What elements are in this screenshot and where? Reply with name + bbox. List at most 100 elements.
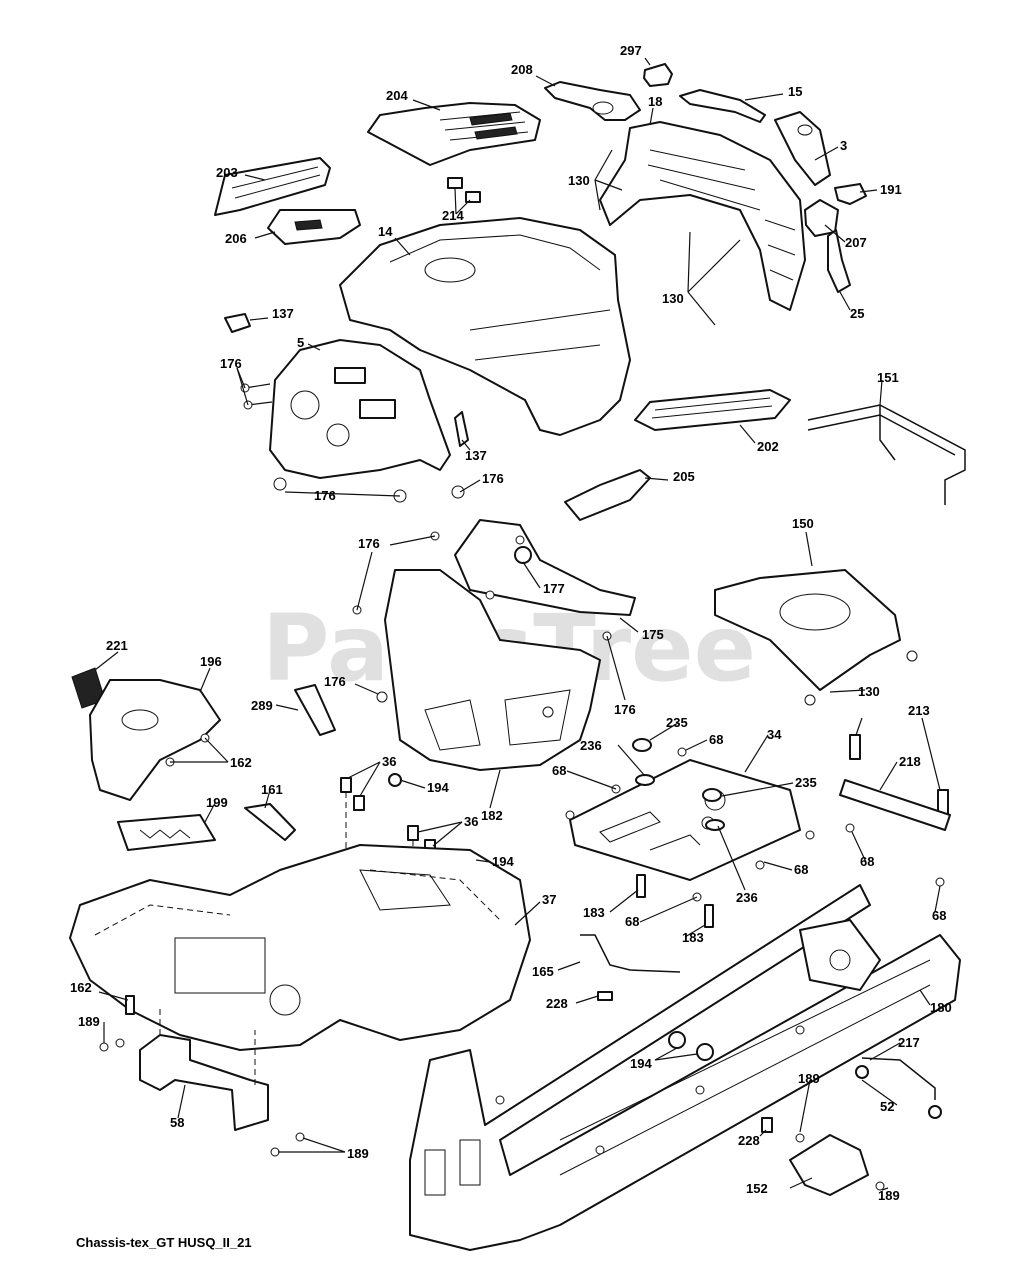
part-37-footrest[interactable] <box>69 844 531 1051</box>
callout-182: 182 <box>481 808 503 823</box>
callout-176-d: 176 <box>358 536 380 551</box>
part-191-latch[interactable] <box>834 183 867 205</box>
part-218-strap[interactable] <box>839 779 951 831</box>
callout-176-f: 176 <box>614 702 636 717</box>
callout-235-top: 235 <box>666 715 688 730</box>
part-137-clip-lower[interactable] <box>454 411 469 447</box>
part-18-front-grille[interactable] <box>599 121 806 311</box>
callout-203: 203 <box>216 165 238 180</box>
part-189-screws[interactable] <box>99 1038 885 1191</box>
callout-180: 180 <box>930 1000 952 1015</box>
callout-68-c: 68 <box>794 862 808 877</box>
callout-196: 196 <box>200 654 222 669</box>
callout-36-a: 36 <box>382 754 396 769</box>
part-68-screws[interactable] <box>565 747 815 902</box>
callout-36-b: 36 <box>464 814 478 829</box>
part-165-rod[interactable] <box>580 934 681 973</box>
callout-236-b: 236 <box>736 890 758 905</box>
part-137-clip-top[interactable] <box>224 313 269 333</box>
callout-205: 205 <box>673 469 695 484</box>
callout-208: 208 <box>511 62 533 77</box>
callout-194-a: 194 <box>427 780 449 795</box>
part-208-headlight-trim[interactable] <box>544 81 641 121</box>
callout-213: 213 <box>908 703 930 718</box>
part-205-trim[interactable] <box>564 469 651 521</box>
part-199-plate[interactable] <box>117 814 216 851</box>
callout-297: 297 <box>620 43 642 58</box>
callout-25: 25 <box>850 306 864 321</box>
part-207-light[interactable] <box>804 199 839 237</box>
part-289-bracket[interactable] <box>294 684 336 736</box>
callout-228-b: 228 <box>738 1133 760 1148</box>
callout-68-f: 68 <box>932 908 946 923</box>
callout-199: 199 <box>206 795 228 810</box>
callout-218: 218 <box>899 754 921 769</box>
part-3-side-bracket[interactable] <box>774 111 831 186</box>
part-150-deck-plate[interactable] <box>714 569 918 706</box>
callout-289: 289 <box>251 698 273 713</box>
part-203-side-grille[interactable] <box>214 157 331 216</box>
part-202-grille[interactable] <box>634 389 791 431</box>
part-206-dash-insert[interactable] <box>267 209 361 245</box>
callout-206: 206 <box>225 231 247 246</box>
callout-189-d: 189 <box>878 1188 900 1203</box>
callout-228-a: 228 <box>546 996 568 1011</box>
part-183-bolts[interactable] <box>636 874 714 928</box>
part-180-frame[interactable] <box>409 884 961 1251</box>
callout-37: 37 <box>542 892 556 907</box>
callout-150: 150 <box>792 516 814 531</box>
part-15-trim-strip[interactable] <box>679 89 766 123</box>
callout-204: 204 <box>386 88 408 103</box>
callout-15: 15 <box>788 84 802 99</box>
part-175-upper-bracket[interactable] <box>454 519 636 616</box>
callout-18: 18 <box>648 94 662 109</box>
callout-217: 217 <box>898 1035 920 1050</box>
callout-68-e: 68 <box>625 914 639 929</box>
part-152-guard[interactable] <box>789 1134 869 1196</box>
callout-236-top: 236 <box>580 738 602 753</box>
callout-175: 175 <box>642 627 664 642</box>
callout-137-top: 137 <box>272 306 294 321</box>
callout-14: 14 <box>378 224 393 239</box>
callout-34: 34 <box>767 727 782 742</box>
part-52-nuts[interactable] <box>855 1065 942 1119</box>
callout-202: 202 <box>757 439 779 454</box>
part-25-clip[interactable] <box>827 229 851 293</box>
callout-189-b: 189 <box>798 1071 820 1086</box>
part-161-plug[interactable] <box>244 803 296 841</box>
callout-68-d: 68 <box>860 854 874 869</box>
callout-68-b: 68 <box>552 763 566 778</box>
leader-lines <box>94 57 941 1191</box>
part-14-hood[interactable] <box>339 217 631 436</box>
callout-165: 165 <box>532 964 554 979</box>
part-235-spacers[interactable] <box>632 738 722 802</box>
part-151-bracket[interactable] <box>807 404 966 505</box>
callout-207: 207 <box>845 235 867 250</box>
part-204-hood-panel[interactable] <box>367 102 541 166</box>
callout-130-top: 130 <box>568 173 590 188</box>
callout-3: 3 <box>840 138 847 153</box>
callout-130-lower: 130 <box>858 684 880 699</box>
callout-52: 52 <box>880 1099 894 1114</box>
callout-162-b: 162 <box>70 980 92 995</box>
part-177-grommet[interactable] <box>514 546 532 564</box>
part-58-bracket[interactable] <box>139 1005 269 1131</box>
part-68-screws-right[interactable] <box>845 823 945 887</box>
callout-194-c: 194 <box>630 1056 652 1071</box>
part-162-lower[interactable] <box>125 995 135 1015</box>
part-196-cover[interactable] <box>89 679 221 801</box>
callout-176-e: 176 <box>324 674 346 689</box>
callout-214: 214 <box>442 208 464 223</box>
callout-130-mid: 130 <box>662 291 684 306</box>
part-214-clips[interactable] <box>447 177 481 203</box>
part-236-washers[interactable] <box>635 774 725 831</box>
callout-151: 151 <box>877 370 899 385</box>
part-194-nuts-lower[interactable] <box>668 1031 714 1061</box>
part-217-rod[interactable] <box>861 1057 936 1100</box>
part-182-front-housing[interactable] <box>384 569 601 771</box>
part-5-dash-panel[interactable] <box>269 339 465 503</box>
callout-189-a: 189 <box>78 1014 100 1029</box>
part-297-cap[interactable] <box>643 63 673 87</box>
callout-235-b: 235 <box>795 775 817 790</box>
